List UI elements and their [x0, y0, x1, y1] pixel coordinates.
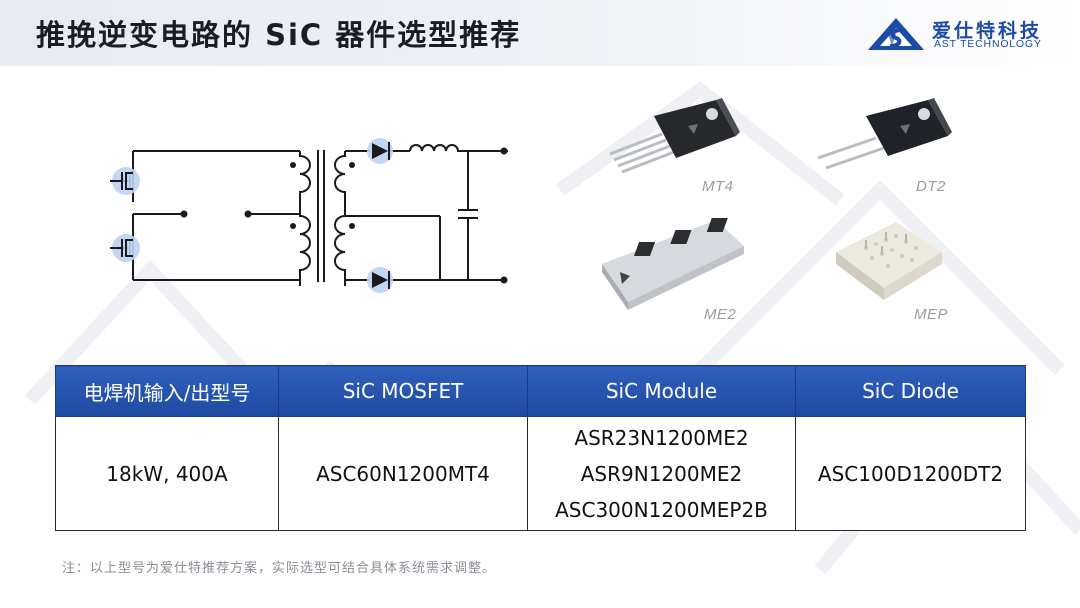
cell-mosfet-part: ASC60N1200MT4: [278, 416, 528, 531]
logo-company-name-en: AST TECHNOLOGY: [934, 38, 1042, 50]
header-sic-module: SiC Module: [527, 365, 796, 417]
logo-company-name: 爱仕特科技: [932, 20, 1043, 42]
device-label-mep: MEP: [914, 306, 949, 323]
header-sic-mosfet: SiC MOSFET: [278, 365, 528, 417]
footnote: 注：以上型号为爱仕特推荐方案，实际选型可结合具体系统需求调整。: [62, 561, 497, 576]
ast-logo-icon: [868, 18, 924, 50]
mt4-package-image: [609, 98, 740, 174]
table-header-row: 电焊机输入/出型号 SiC MOSFET SiC Module SiC Diod…: [55, 365, 1026, 417]
header-welder-model: 电焊机输入/出型号: [55, 365, 279, 417]
cell-module-parts: ASR23N1200ME2 ASR9N1200ME2 ASC300N1200ME…: [527, 416, 796, 531]
page-title: 推挽逆变电路的 SiC 器件选型推荐: [36, 18, 522, 52]
me2-module-image: [602, 218, 744, 310]
mep-module-image: [836, 222, 942, 300]
device-label-me2: ME2: [704, 306, 737, 323]
module-part: ASR9N1200ME2: [580, 461, 743, 486]
dt2-package-image: [817, 98, 952, 170]
device-label-mt4: MT4: [702, 178, 734, 195]
device-label-dt2: DT2: [916, 178, 946, 195]
push-pull-circuit-diagram: [110, 138, 508, 293]
cell-diode-part: ASC100D1200DT2: [795, 416, 1026, 531]
header-sic-diode: SiC Diode: [795, 365, 1026, 417]
module-part: ASC300N1200MEP2B: [555, 497, 768, 522]
module-part: ASR23N1200ME2: [574, 425, 749, 450]
company-logo: 爱仕特科技 AST TECHNOLOGY: [866, 16, 1056, 56]
cell-welder-model: 18kW, 400A: [55, 416, 279, 531]
table-row: 18kW, 400A ASC60N1200MT4 ASR23N1200ME2 A…: [55, 416, 1026, 531]
device-selection-table: 电焊机输入/出型号 SiC MOSFET SiC Module SiC Diod…: [55, 365, 1026, 531]
